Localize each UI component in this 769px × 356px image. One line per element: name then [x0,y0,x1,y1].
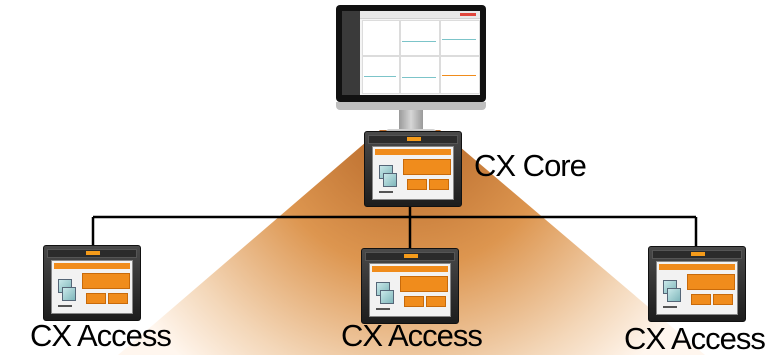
switch-rail [365,252,455,261]
dashboard-pane [400,20,440,56]
monitor-chin [336,102,486,110]
engine-block [687,274,735,290]
monitor-screen [342,11,480,95]
module-block [407,179,427,190]
dashboard-pane [362,20,400,56]
dashboard-pane [400,56,440,94]
access-label-right: CX Access [624,321,766,356]
cube-icon [62,287,76,301]
monitor-bezel [336,5,486,102]
dashboard-pane [362,56,400,94]
switch-face [372,146,454,200]
access-label-center: CX Access [341,318,483,353]
switch-badge [691,252,705,256]
module-block [691,294,711,305]
switch-chassis-icon [364,131,462,207]
switch-accent [54,263,130,269]
switch-caption [663,306,677,308]
dashboard-topbar [360,11,480,19]
dashboard-pane [440,20,480,56]
module-block [108,293,128,304]
switch-chassis-icon [361,248,459,324]
dashboard-graph-line [402,41,436,42]
dashboard-sidebar [342,11,360,95]
switch-accent [375,149,451,155]
module-block [429,179,449,190]
switch-chassis-icon [43,245,141,321]
beam-cone [118,130,705,355]
dashboard-graph-line [364,76,396,77]
switch-badge [404,254,418,258]
switch-caption [58,305,72,307]
access-label-left: CX Access [30,318,172,353]
dashboard-graph-line [442,39,476,40]
dashboard-graph-line [442,75,476,76]
cube-icon [667,288,681,302]
monitor-dashboard-icon [336,5,486,142]
cube-icon [383,173,397,187]
module-block [426,296,446,307]
switch-face [656,261,738,315]
switch-rail [652,250,742,259]
module-block [86,293,106,304]
cube-icon [380,290,394,304]
core-label: CX Core [474,148,587,183]
engine-block [400,276,448,292]
monitor-stand [399,110,423,130]
switch-face [51,260,133,314]
switch-caption [376,308,390,310]
module-block [404,296,424,307]
switch-rail [368,135,458,144]
engine-block [403,159,451,175]
switch-chassis-icon [648,246,746,322]
switch-accent [372,266,448,272]
dashboard-graph-line [402,77,436,78]
switch-badge [407,137,421,141]
dashboard-alert-bar [460,13,476,16]
engine-block [82,273,130,289]
switch-accent [659,264,735,270]
switch-face [369,263,451,317]
switch-badge [86,251,100,255]
switch-caption [379,191,393,193]
module-block [713,294,733,305]
switch-rail [47,249,137,258]
